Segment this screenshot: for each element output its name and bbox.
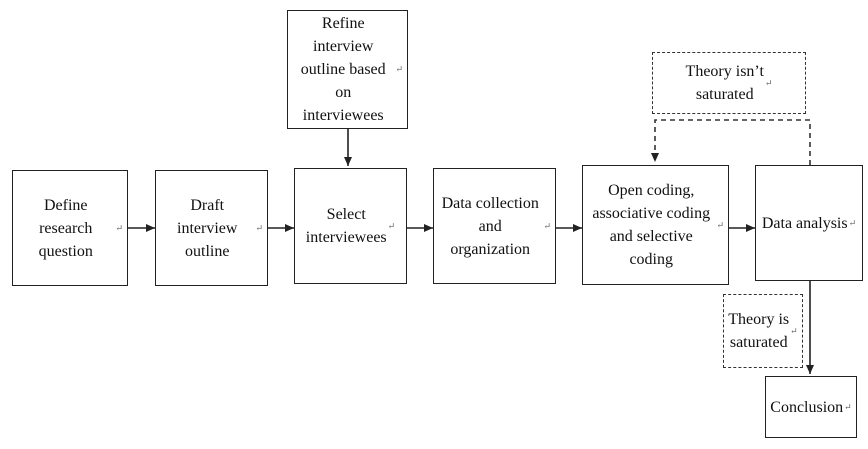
node-label: Data collection and organization: [441, 194, 539, 258]
return-mark: ↵: [543, 220, 551, 231]
return-mark: ↵: [255, 222, 263, 233]
node-label: Open coding, associative coding and sele…: [592, 182, 711, 268]
node-label: Select interviewees: [305, 206, 387, 246]
return-mark: ↵: [115, 222, 123, 233]
note-theory-not-saturated: Theory isn’t saturated↵: [652, 52, 806, 114]
arrow-loop-not-saturated: [651, 119, 811, 165]
node-label: Draft interview outline: [177, 196, 238, 260]
note-theory-saturated: Theory is saturated↵: [723, 294, 803, 368]
node-label: Data analysis: [761, 214, 848, 232]
node-draft-interview-outline: Draft interview outline ↵: [155, 170, 268, 286]
node-label: Define research question: [38, 196, 93, 260]
node-refine-interview-outline: Refine interview outline based on interv…: [287, 10, 408, 129]
note-label: Theory is saturated: [728, 311, 790, 351]
node-conclusion: Conclusion↵: [765, 376, 857, 438]
node-data-analysis: Data analysis↵: [755, 165, 863, 281]
return-mark: ↵: [716, 219, 724, 230]
return-mark: ↵: [790, 325, 798, 336]
note-label: Theory isn’t saturated: [685, 63, 764, 103]
return-mark: ↵: [395, 64, 403, 74]
return-mark: ↵: [848, 217, 857, 228]
return-mark: ↵: [387, 220, 396, 231]
node-label: Refine interview outline based on interv…: [300, 15, 386, 124]
node-select-interviewees: Select interviewees↵: [294, 168, 407, 284]
node-data-collection: Data collection and organization ↵: [433, 168, 556, 284]
node-define-research-question: Define research question ↵: [12, 170, 128, 286]
return-mark: ↵: [844, 401, 852, 412]
node-label: Conclusion: [770, 398, 844, 416]
return-mark: ↵: [764, 77, 773, 88]
node-coding: Open coding, associative coding and sele…: [582, 165, 729, 285]
